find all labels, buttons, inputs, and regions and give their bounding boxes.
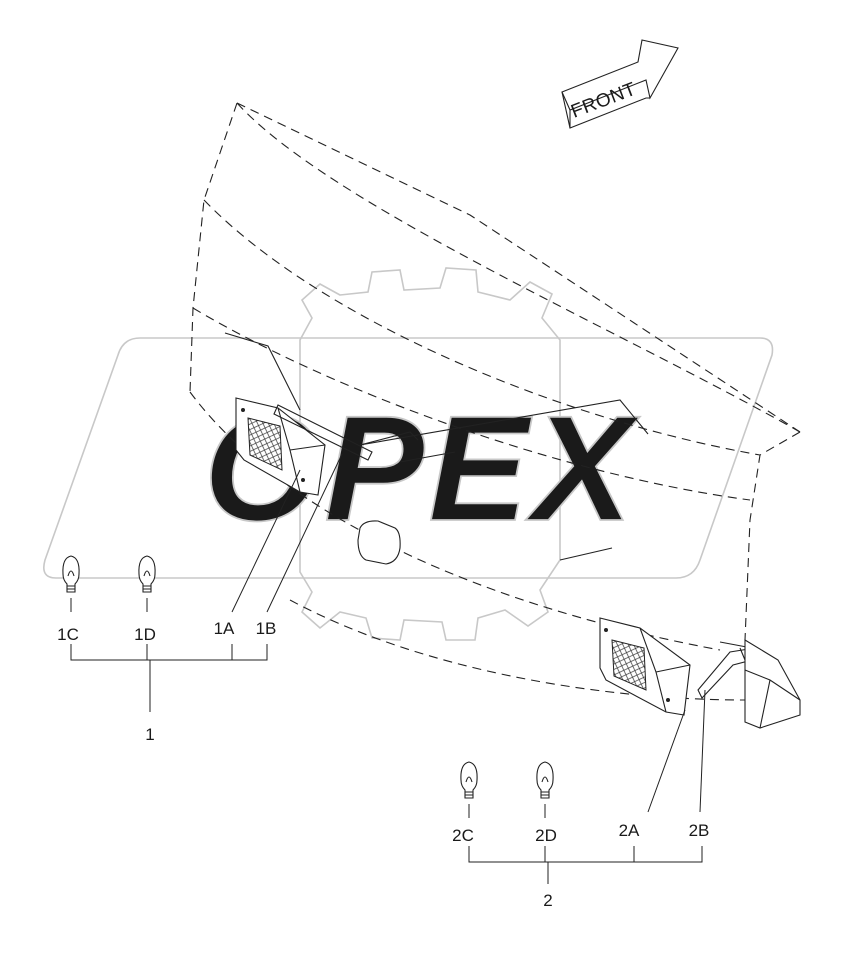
- bulb-1c: [62, 555, 80, 593]
- callout-2d: 2D: [535, 826, 557, 845]
- bulb-icon: [460, 761, 478, 799]
- callout-1: 1: [145, 725, 154, 744]
- bulb-icon: [536, 761, 554, 799]
- callout-2b: 2B: [689, 821, 710, 840]
- front-arrow: FRONT: [561, 39, 679, 129]
- front-arrow-shape: [561, 39, 679, 111]
- callout-1a: 1A: [214, 619, 235, 638]
- watermark-badge: [43, 337, 774, 579]
- front-arrow-edge: [561, 91, 650, 129]
- bulb-icon: [138, 555, 156, 593]
- bulb-icon: [62, 555, 80, 593]
- center-light: [357, 520, 401, 565]
- callout-2: 2: [543, 891, 552, 910]
- right-fender-box: [744, 639, 801, 729]
- callout-1c: 1C: [57, 625, 79, 644]
- left-lamp-wiring: [273, 404, 373, 461]
- callout-1b: 1B: [256, 619, 277, 638]
- callout-2a: 2A: [619, 821, 640, 840]
- watermark-gear: [299, 267, 561, 641]
- right-lamp-lens: [611, 639, 647, 691]
- left-rear-lamp: [235, 397, 373, 496]
- left-lamp-lens: [247, 417, 283, 471]
- bulb-1d: [138, 555, 156, 593]
- callout-1d: 1D: [134, 625, 156, 644]
- bulb-2c: [460, 761, 478, 799]
- opex-watermark: OPEX: [43, 267, 774, 641]
- bulb-2d: [536, 761, 554, 799]
- right-rear-lamp: [599, 617, 801, 729]
- callout-2c: 2C: [452, 826, 474, 845]
- leader-lines: [70, 453, 706, 884]
